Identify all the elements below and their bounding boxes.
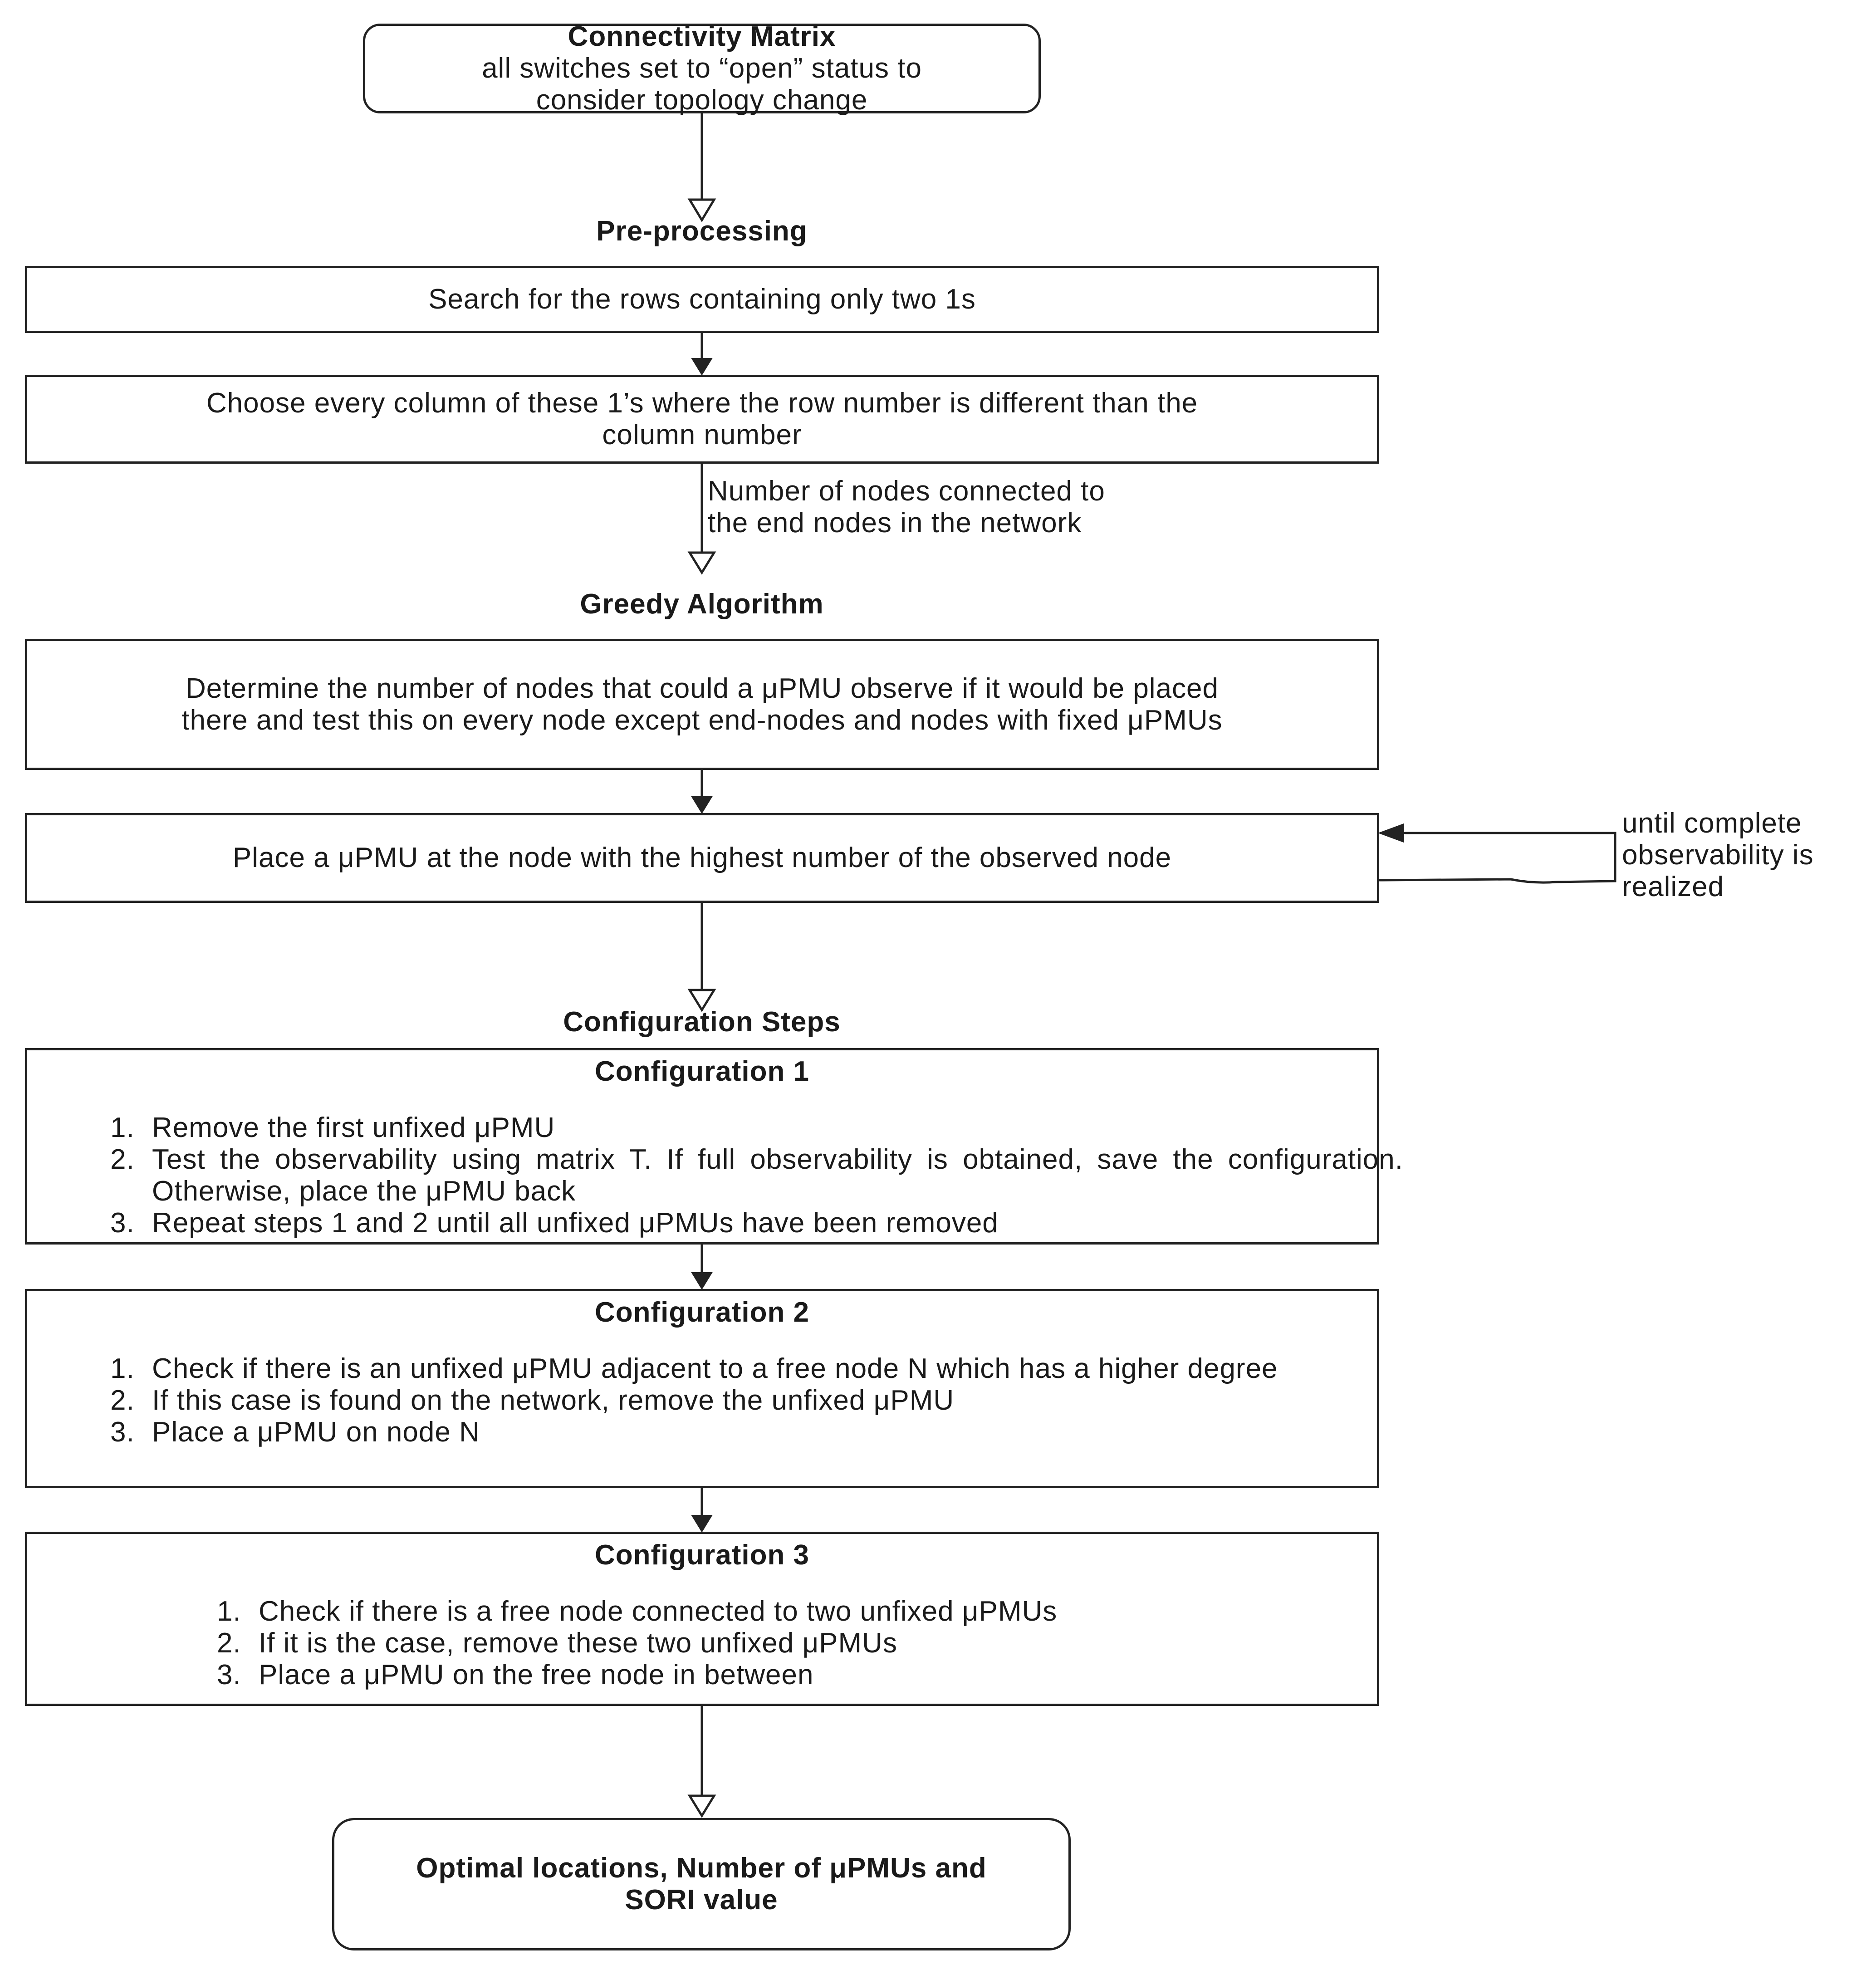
step-text: If this case is found on the network, re… bbox=[152, 1385, 955, 1416]
step-text: Check if there is a free node connected … bbox=[259, 1596, 1058, 1627]
configuration-2-steps: 1. Check if there is an unfixed μPMU adj… bbox=[110, 1353, 1403, 1448]
determine-nodes-line-1: Determine the number of nodes that could… bbox=[185, 672, 1219, 704]
step-number: 2. bbox=[217, 1627, 241, 1659]
arrowhead-solid bbox=[691, 796, 713, 814]
greedy-heading: Greedy Algorithm bbox=[580, 588, 824, 620]
edge-label-line-1: Number of nodes connected to bbox=[708, 475, 1105, 507]
step-text: Check if there is an unfixed μPMU adjace… bbox=[152, 1353, 1278, 1384]
configuration-heading: Configuration Steps bbox=[563, 1006, 841, 1038]
configuration-3-step: 2. If it is the case, remove these two u… bbox=[217, 1627, 1387, 1659]
place-upmu-box: Place a μPMU at the node with the highes… bbox=[25, 813, 1379, 903]
configuration-1-step: 3. Repeat steps 1 and 2 until all unfixe… bbox=[110, 1207, 1403, 1239]
end-line-2: SORI value bbox=[625, 1884, 778, 1916]
step-number: 1. bbox=[110, 1353, 135, 1384]
choose-column-line-2: column number bbox=[602, 419, 802, 451]
arrowhead-solid bbox=[691, 1272, 713, 1290]
loop-label-line-3: realized bbox=[1622, 871, 1724, 902]
step-text: Place a μPMU on the free node in between bbox=[259, 1659, 814, 1691]
search-rows-box: Search for the rows containing only two … bbox=[25, 266, 1379, 333]
configuration-1-box: Configuration 1 1. Remove the first unfi… bbox=[25, 1048, 1403, 1245]
configuration-1-steps: 1. Remove the first unfixed μPMU 2. Test… bbox=[110, 1112, 1403, 1239]
arrowhead-solid bbox=[691, 358, 713, 376]
step-text: Repeat steps 1 and 2 until all unfixed μ… bbox=[152, 1207, 999, 1239]
configuration-2-step: 3. Place a μPMU on node N bbox=[110, 1416, 1403, 1448]
configuration-3-steps: 1. Check if there is a free node connect… bbox=[217, 1596, 1387, 1691]
start-title: Connectivity Matrix bbox=[568, 21, 836, 52]
step-text: If it is the case, remove these two unfi… bbox=[259, 1627, 897, 1659]
start-line-1: all switches set to “open” status to bbox=[482, 53, 922, 84]
loop-label-line-2: observability is bbox=[1622, 839, 1814, 871]
search-rows-text: Search for the rows containing only two … bbox=[428, 284, 976, 315]
determine-nodes-line-2: there and test this on every node except… bbox=[181, 704, 1223, 736]
configuration-3-title: Configuration 3 bbox=[594, 1539, 810, 1571]
start-terminator: Connectivity Matrix all switches set to … bbox=[363, 21, 1041, 116]
configuration-1-step: 2. Test the observability using matrix T… bbox=[110, 1144, 1403, 1207]
configuration-2-box: Configuration 2 1. Check if there is an … bbox=[25, 1289, 1379, 1488]
step-number: 2. bbox=[110, 1385, 135, 1416]
step-number: 1. bbox=[217, 1596, 241, 1627]
start-line-2: consider topology change bbox=[536, 84, 868, 116]
step-number: 1. bbox=[110, 1112, 135, 1143]
step-text: Place a μPMU on node N bbox=[152, 1416, 480, 1448]
end-terminator: Optimal locations, Number of μPMUs and S… bbox=[332, 1818, 1071, 1950]
configuration-3-box: Configuration 3 1. Check if there is a f… bbox=[25, 1532, 1379, 1706]
configuration-3-step: 1. Check if there is a free node connect… bbox=[217, 1596, 1387, 1627]
edge-label-line-2: the end nodes in the network bbox=[708, 507, 1082, 539]
determine-nodes-box: Determine the number of nodes that could… bbox=[25, 639, 1379, 770]
configuration-2-title: Configuration 2 bbox=[594, 1297, 810, 1328]
arrowhead-hollow bbox=[687, 198, 716, 222]
preprocessing-heading: Pre-processing bbox=[596, 216, 808, 247]
loop-label: until complete observability is realized bbox=[1622, 808, 1814, 903]
configuration-2-step: 1. Check if there is an unfixed μPMU adj… bbox=[110, 1353, 1403, 1385]
step-text: Remove the first unfixed μPMU bbox=[152, 1112, 555, 1143]
configuration-1-step: 1. Remove the first unfixed μPMU bbox=[110, 1112, 1403, 1144]
arrowhead-hollow bbox=[687, 1794, 716, 1818]
configuration-3-step: 3. Place a μPMU on the free node in betw… bbox=[217, 1659, 1387, 1691]
arrowhead-solid bbox=[691, 1515, 713, 1533]
end-line-1: Optimal locations, Number of μPMUs and bbox=[416, 1852, 987, 1884]
arrowhead-hollow bbox=[687, 989, 716, 1012]
loop-back-connector bbox=[1379, 832, 1616, 884]
step-number: 2. bbox=[110, 1144, 135, 1175]
configuration-2-step: 2. If this case is found on the network,… bbox=[110, 1385, 1403, 1416]
step-number: 3. bbox=[217, 1659, 241, 1691]
choose-column-line-1: Choose every column of these 1’s where t… bbox=[206, 387, 1198, 419]
edge-label-end-nodes: Number of nodes connected to the end nod… bbox=[708, 475, 1105, 539]
place-upmu-text: Place a μPMU at the node with the highes… bbox=[232, 842, 1172, 873]
configuration-1-title: Configuration 1 bbox=[594, 1056, 810, 1087]
step-text: Test the observability using matrix T. I… bbox=[152, 1144, 1403, 1207]
choose-column-box: Choose every column of these 1’s where t… bbox=[25, 375, 1379, 464]
loop-label-line-1: until complete bbox=[1622, 808, 1802, 839]
step-number: 3. bbox=[110, 1416, 135, 1448]
step-number: 3. bbox=[110, 1207, 135, 1239]
arrowhead-solid bbox=[1378, 823, 1404, 843]
arrowhead-hollow bbox=[687, 551, 716, 575]
